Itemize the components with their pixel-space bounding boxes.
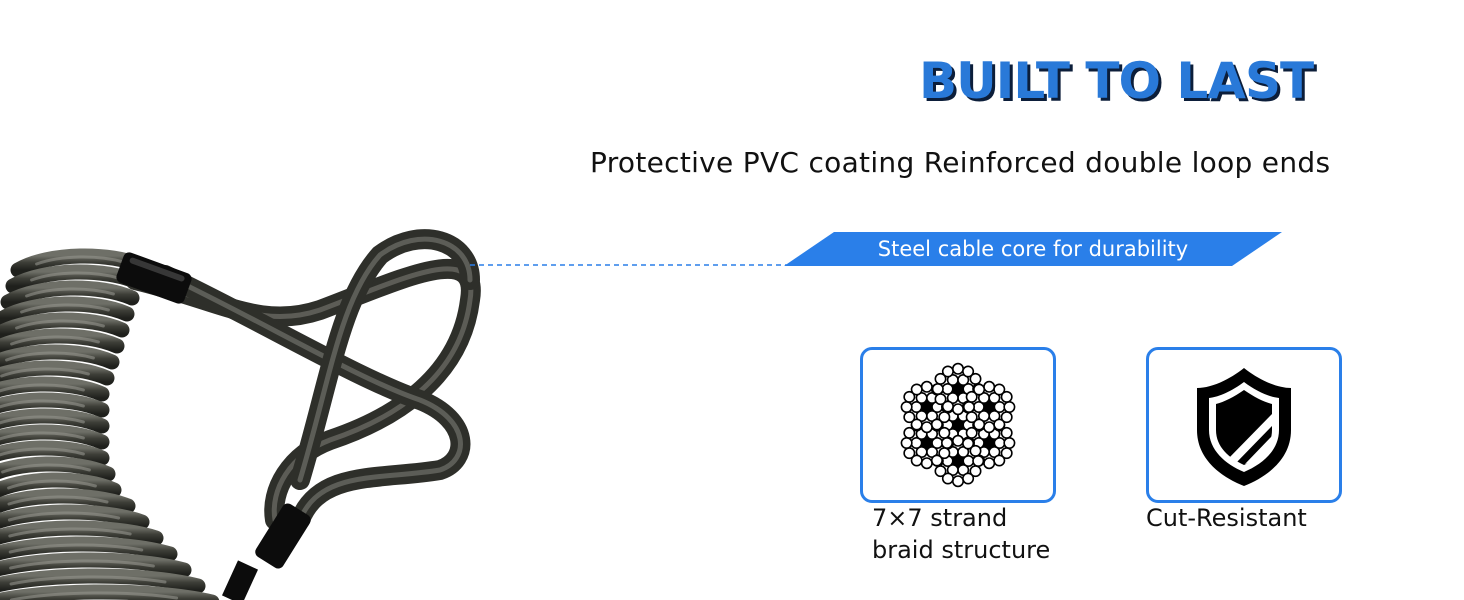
shield-icon bbox=[1197, 368, 1291, 486]
callout-text: Steel cable core for durability bbox=[877, 237, 1189, 261]
feature-label-line: braid structure bbox=[872, 536, 1051, 564]
feature-label-strand: 7×7 strand braid structure bbox=[872, 502, 1050, 566]
callout-leader-line bbox=[470, 264, 790, 266]
wire-rope-cross-section-icon bbox=[900, 362, 1016, 488]
callout-banner bbox=[784, 232, 1282, 266]
coiled-cable-image bbox=[0, 229, 481, 600]
feature-label-line: Cut-Resistant bbox=[1146, 504, 1307, 532]
page-title: BUILT TO LAST bbox=[919, 52, 1314, 110]
feature-card-strand bbox=[860, 347, 1056, 503]
feature-label-cut-resistant: Cut-Resistant bbox=[1146, 502, 1307, 534]
page-subtitle: Protective PVC coating Reinforced double… bbox=[590, 146, 1331, 179]
feature-card-cut-resistant bbox=[1146, 347, 1342, 503]
feature-label-line: 7×7 strand bbox=[872, 504, 1008, 532]
